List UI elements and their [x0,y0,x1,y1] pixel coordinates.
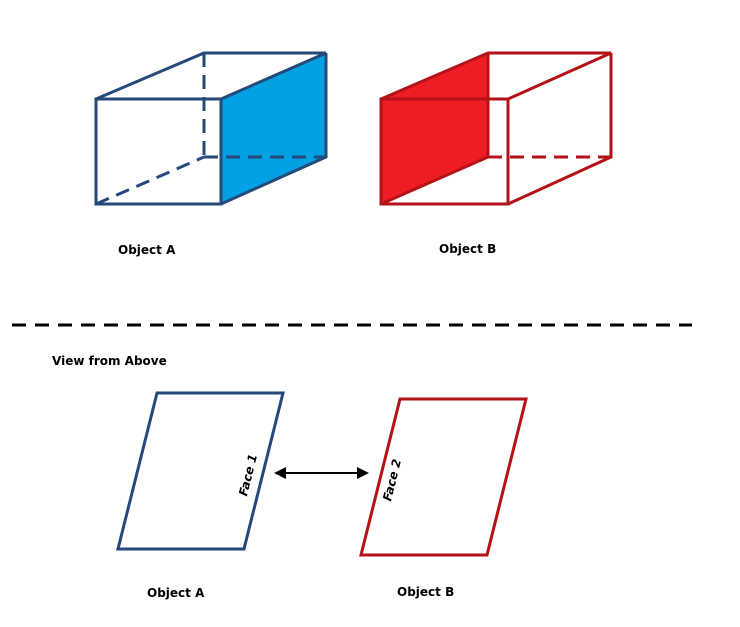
object-a-top-label: Object A [118,243,176,257]
object-a-front-face [94,97,223,206]
object-b-bottom-label: Object B [397,585,454,599]
view-title: View from Above [52,354,167,368]
object-a-top-view [116,391,285,551]
object-a-bottom-label: Object A [147,586,205,600]
distance-arrow [274,467,369,479]
object-a-right-edges [220,53,328,206]
object-b-box [379,51,613,206]
arrow-head-right [357,467,369,479]
object-a-shaded-face [221,53,326,204]
arrow-head-left [274,467,286,479]
object-b-bottom-left-edge [380,155,489,206]
object-b-shaded-face [381,53,488,204]
object-a-top-edges [95,51,327,101]
face-1-label: Face 1 [236,453,260,498]
object-b-top-edges [380,51,612,101]
object-a-hidden-edge-diagonal [95,155,205,206]
object-b-front-face [379,97,510,206]
object-b-top-view [359,397,528,557]
object-b-right-edges [507,53,613,206]
object-a-box [94,51,328,206]
object-b-top-label: Object B [439,242,496,256]
